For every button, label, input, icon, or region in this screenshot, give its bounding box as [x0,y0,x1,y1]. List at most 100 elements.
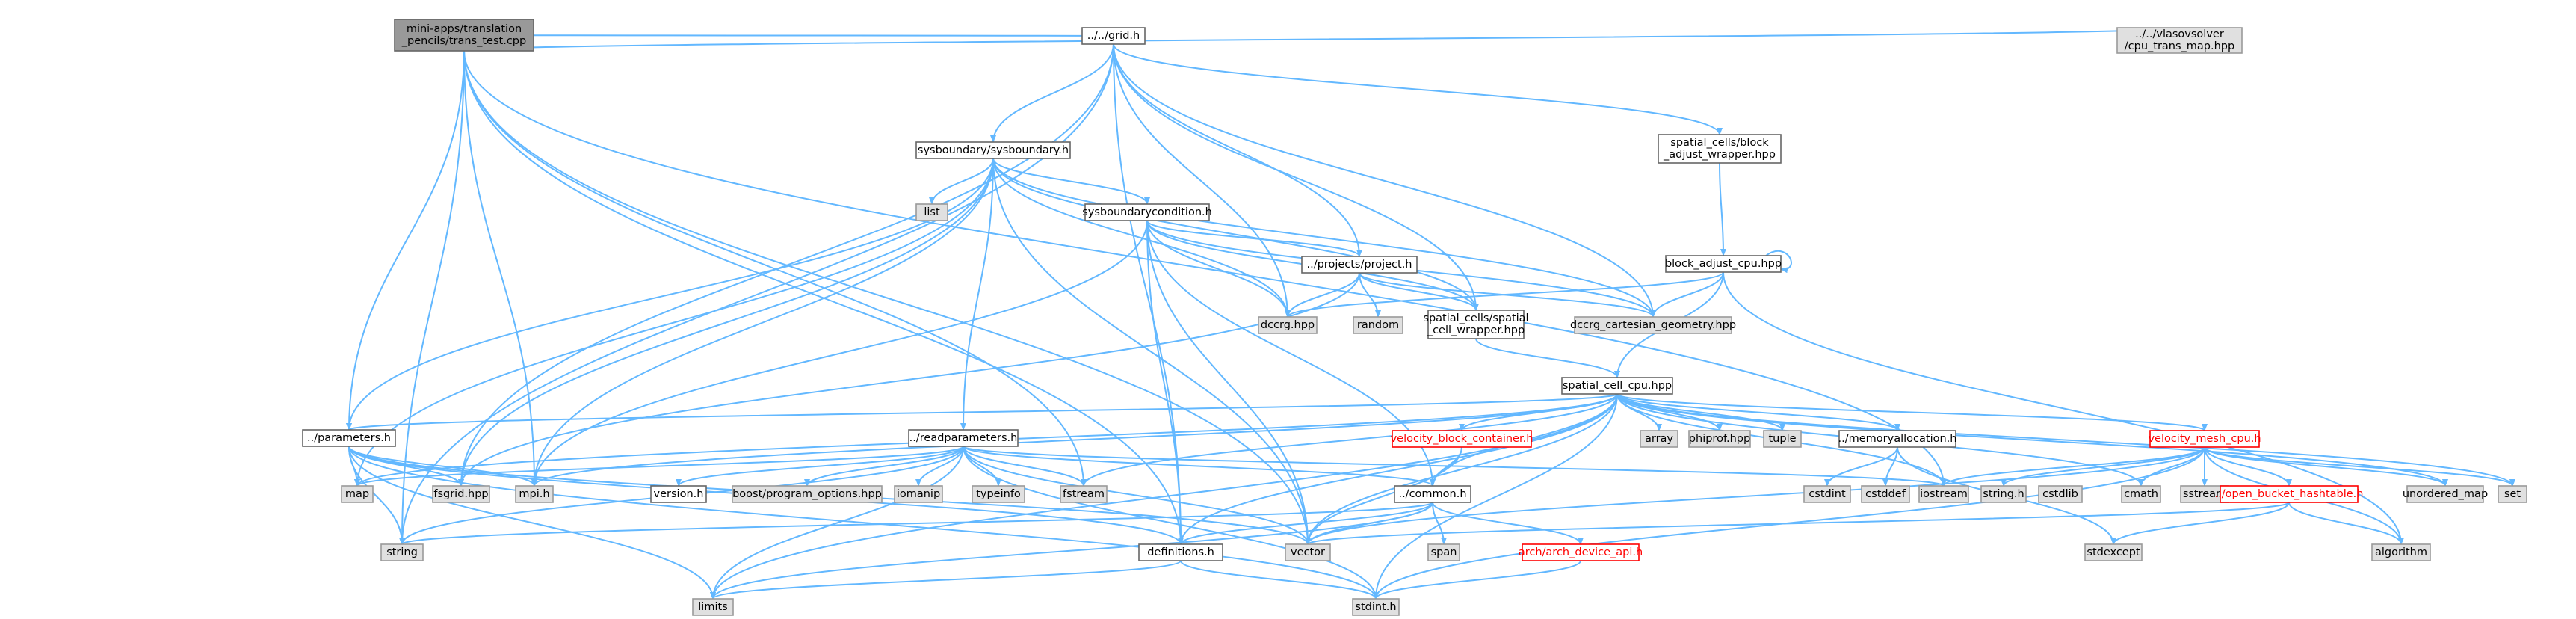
edge-sccpu-to-vector [1305,393,1618,545]
edge-common-to-span [1432,502,1447,545]
node-vbc[interactable]: velocity_block_container.h [1391,430,1533,448]
node-sysb[interactable]: sysboundary/sysboundary.h [915,141,1071,159]
node-boostpo: boost/program_options.hpp [732,485,883,503]
node-version[interactable]: version.h [650,485,707,503]
node-sysbc[interactable]: sysboundarycondition.h [1082,203,1212,221]
edge-defs-to-stdint [1180,560,1379,600]
edge-sysb-to-sysbc [992,158,1150,205]
node-box [1522,543,1640,561]
edge-sysb-to-readp [960,158,994,431]
edge-common-to-limits [710,502,1433,600]
node-box [1258,316,1318,334]
node-label: unordered_map [2403,488,2488,500]
node-box [1838,430,1956,448]
node-list: list [915,203,948,221]
node-box [2084,543,2143,561]
node-cmath: cmath [2121,485,2161,503]
edge-params-to-limits [348,446,716,600]
node-box [1861,485,1910,503]
node-label: sysboundarycondition.h [1082,206,1212,218]
node-box [1084,203,1210,221]
node-box [1394,485,1471,503]
edge-sccpu-to-set [1616,393,2515,487]
node-box [1561,377,1673,395]
node-label: ../common.h [1398,488,1466,500]
edge-grid-to-sysb [990,43,1114,143]
node-box [2406,485,2484,503]
node-limits: limits [692,598,734,616]
edge-sccpu-to-fstream [1081,393,1618,487]
node-memalloc[interactable]: ../memoryallocation.h [1838,430,1957,448]
node-label: velocity_mesh_cpu.h [2148,433,2261,445]
edge-sccpu-to-defs [1178,393,1618,545]
node-label: cstddef [1865,488,1906,500]
node-project[interactable]: ../projects/project.h [1301,256,1418,274]
node-box [1285,543,1331,561]
node-stringh: string.h [1980,485,2027,503]
node-label: fsgrid.hpp [433,488,488,500]
node-label: typeinfo [976,488,1021,500]
edge-params-to-stdint [348,446,1379,600]
node-archapi[interactable]: arch/arch_device_api.h [1519,543,1643,561]
edge-root-to-params [346,50,465,431]
node-label: spatial_cells/spatial [1423,312,1528,324]
node-bawrap[interactable]: spatial_cells/block_adjust_wrapper.hpp [1658,134,1782,164]
edge-root-to-string [399,50,465,545]
node-label: list [924,206,940,218]
node-box [2371,543,2431,561]
node-span: span [1427,543,1460,561]
node-typeinfo: typeinfo [972,485,1025,503]
node-label: array [1645,433,1673,445]
node-label: random [1357,319,1399,331]
node-params[interactable]: ../parameters.h [302,429,396,447]
node-obh[interactable]: ../open_bucket_hashtable.h [2215,485,2364,503]
node-dcgeom: dccrg_cartesian_geometry.hpp [1570,316,1736,334]
edge-readp-to-version [676,446,964,487]
edge-project-to-scwrap [1359,272,1479,311]
node-root[interactable]: mini-apps/translation_pencils/trans_test… [394,19,534,52]
edge-project-to-random [1359,272,1381,318]
edge-readp-to-fstream [963,446,1087,487]
edge-obh-to-stdexcept [2110,502,2290,545]
node-iomanip: iomanip [894,485,943,503]
node-box [1665,255,1782,273]
edge-grid-to-dcgeom [1113,43,1656,318]
node-tuple: tuple [1763,430,1802,448]
node-cstddef: cstddef [1861,485,1910,503]
node-sccpu[interactable]: spatial_cell_cpu.hpp [1561,377,1673,395]
edge-root-to-iostream [463,50,1947,487]
edge-sccpu-to-limits [710,393,1618,600]
node-box [341,485,374,503]
node-box [1574,316,1732,334]
edge-grid-to-bawrap [1113,43,1723,135]
node-readp[interactable]: ../readparameters.h [908,429,1019,447]
node-sstream: sstream [2180,485,2229,503]
node-vmcpu[interactable]: velocity_mesh_cpu.h [2148,430,2261,448]
node-algorithm: algorithm [2371,543,2431,561]
node-box [1427,310,1525,339]
node-box [2038,485,2083,503]
node-label: boost/program_options.hpp [732,488,882,500]
edge-sysbc-to-project [1146,220,1362,257]
edge-obh-to-algorithm [2288,502,2404,545]
node-map: map [341,485,374,503]
edge-sysb-to-dcgeom [992,158,1656,318]
node-box [972,485,1025,503]
edge-project-to-fsgrid [458,272,1360,487]
node-cstdint: cstdint [1803,485,1851,503]
edge-readp-to-vector [963,446,1311,545]
node-box [2498,485,2527,503]
node-grid[interactable]: ../../grid.h [1081,27,1146,45]
edge-sysbc-to-dccrg [1146,220,1291,318]
node-label: sstream [2183,488,2226,500]
node-label: spatial_cells/block [1670,137,1769,149]
node-label: arch/arch_device_api.h [1519,546,1643,558]
node-common[interactable]: ../common.h [1394,485,1471,503]
file-nodes: mini-apps/translation_pencils/trans_test… [302,19,2527,616]
node-scwrap[interactable]: spatial_cells/spatial_cell_wrapper.hpp [1423,310,1529,339]
node-defs[interactable]: definitions.h [1138,543,1223,561]
edge-root-to-defs [463,50,1184,545]
edge-project-to-dccrg [1285,272,1360,318]
node-bacpu[interactable]: block_adjust_cpu.hpp [1665,255,1782,273]
